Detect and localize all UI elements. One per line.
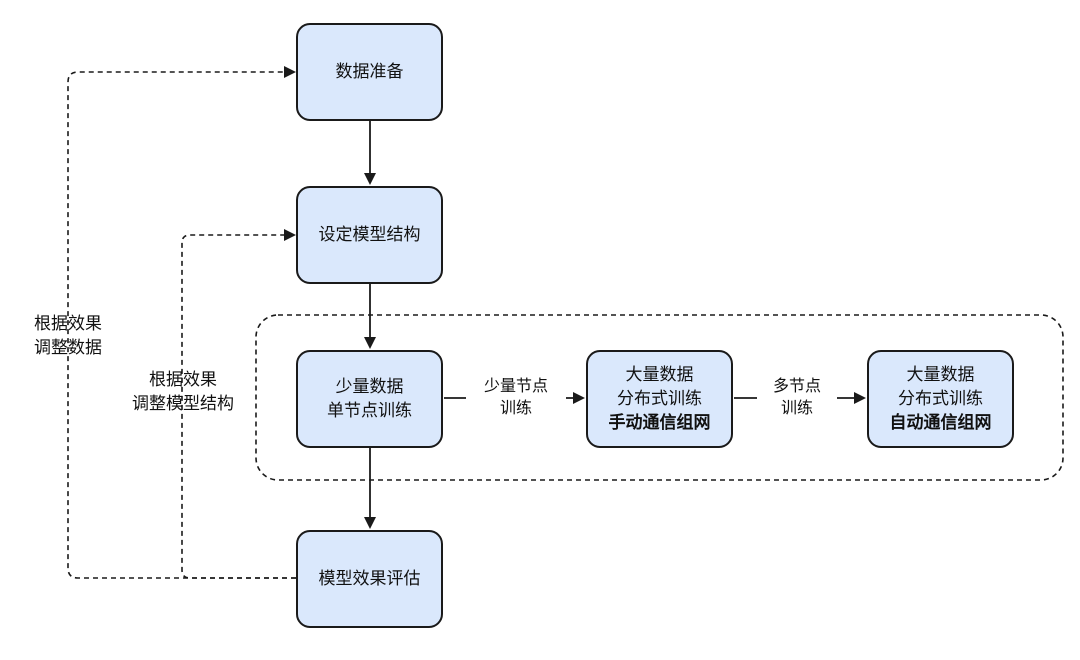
feedback-arrow-adjust-data <box>67 66 296 579</box>
node-large-auto-line1: 大量数据 <box>906 365 975 385</box>
node-large-data-manual-comm: 大量数据 分布式训练 手动通信组网 <box>586 350 733 448</box>
feedback-label-adjust-data: 根据效果 调整数据 <box>18 312 118 360</box>
edge-label-few-nodes: 少量节点 训练 <box>466 375 566 419</box>
feedback-label-adjust-data-line1: 根据效果 <box>34 314 102 334</box>
feedback-label-adjust-model-line2: 调整模型结构 <box>132 394 234 414</box>
feedback-label-adjust-model: 根据效果 调整模型结构 <box>118 368 248 416</box>
node-large-data-auto-comm: 大量数据 分布式训练 自动通信组网 <box>867 350 1014 448</box>
feedback-label-adjust-model-line1: 根据效果 <box>149 370 217 390</box>
node-small-data-single-node: 少量数据 单节点训练 <box>296 350 443 448</box>
edge-label-few-nodes-line2: 训练 <box>499 398 532 417</box>
node-large-manual-line3: 手动通信组网 <box>608 413 711 433</box>
node-set-model-structure: 设定模型结构 <box>296 186 443 284</box>
node-model-evaluation-label: 模型效果评估 <box>318 569 421 589</box>
edge-label-few-nodes-line1: 少量节点 <box>483 376 548 395</box>
node-model-evaluation: 模型效果评估 <box>296 530 443 628</box>
node-set-model-structure-label: 设定模型结构 <box>318 225 421 245</box>
node-large-manual-line1: 大量数据 <box>625 365 694 385</box>
node-data-preparation-label: 数据准备 <box>335 62 404 82</box>
training-group-boundary <box>255 314 1064 481</box>
feedback-arrow-adjust-model <box>181 229 296 579</box>
node-large-manual-line2: 分布式训练 <box>617 389 702 409</box>
edge-label-multi-nodes-line2: 训练 <box>780 398 813 417</box>
node-large-auto-line3: 自动通信组网 <box>889 413 992 433</box>
node-small-data-line2: 单节点训练 <box>327 401 412 421</box>
feedback-label-adjust-data-line2: 调整数据 <box>34 338 102 358</box>
node-small-data-line1: 少量数据 <box>335 377 404 397</box>
edge-label-multi-nodes-line1: 多节点 <box>772 376 821 395</box>
edge-label-multi-nodes: 多节点 训练 <box>757 375 837 419</box>
node-data-preparation: 数据准备 <box>296 23 443 121</box>
node-large-auto-line2: 分布式训练 <box>898 389 983 409</box>
